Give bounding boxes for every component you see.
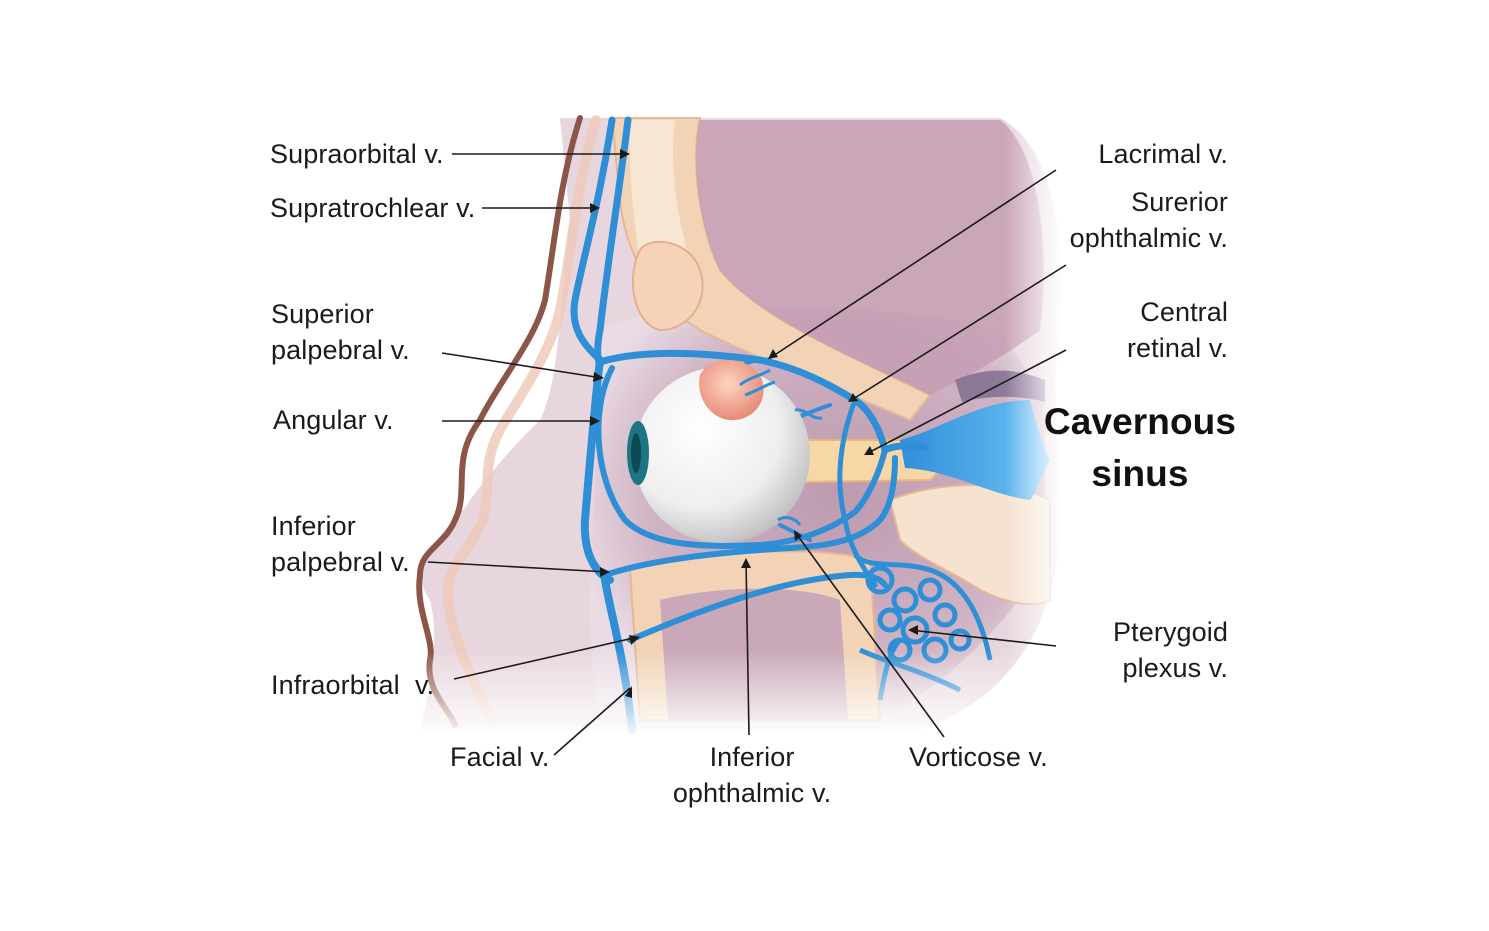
label-central-retinal-vein: Central retinal v. — [1126, 297, 1228, 363]
connecting-vein — [837, 397, 878, 588]
label-supraorbital-vein: Supraorbital v. — [270, 139, 444, 169]
label-cavernous-sinus: Cavernous sinus — [1043, 401, 1237, 494]
label-supratrochlear-vein: Supratrochlear v. — [270, 193, 476, 223]
orbit-loop — [595, 365, 888, 549]
angular-vein — [580, 356, 614, 584]
vein-twigs — [739, 368, 823, 526]
label-inferior-ophthalmic-vein: Inferior ophthalmic v. — [672, 742, 832, 808]
leader-lines — [427, 153, 1067, 756]
label-lacrimal-vein: Lacrimal v. — [1098, 139, 1228, 169]
label-inferior-palpebral-vein: Inferior palpebral v. — [271, 511, 410, 577]
leader-arrowheads — [590, 149, 918, 698]
label-pterygoid-plexus-vein: Pterygoid plexus v. — [1113, 617, 1228, 683]
fade-bottom — [400, 650, 1100, 740]
vein-network — [570, 116, 929, 734]
label-facial-vein: Facial v. — [450, 742, 550, 772]
superior-ophthalmic-vein — [596, 350, 929, 454]
lacrimal-gland — [699, 360, 764, 421]
fade-right — [1005, 110, 1065, 730]
supratrochlear-vein — [570, 116, 616, 362]
eyeball — [627, 367, 810, 543]
frontal-bone — [610, 117, 1044, 422]
label-vorticose-vein: Vorticose v. — [909, 742, 1048, 772]
label-superior-ophthalmic-vein: Surerior ophthalmic v. — [1069, 187, 1228, 253]
label-superior-palpebral-vein: Superior palpebral v. — [271, 299, 410, 365]
infraorbital-vein — [627, 571, 888, 643]
skin-profile-inner — [442, 115, 601, 725]
inferior-ophthalmic-vein — [602, 455, 898, 578]
label-infraorbital-vein: Infraorbital v. — [271, 670, 435, 700]
label-angular-vein: Angular v. — [273, 405, 394, 435]
